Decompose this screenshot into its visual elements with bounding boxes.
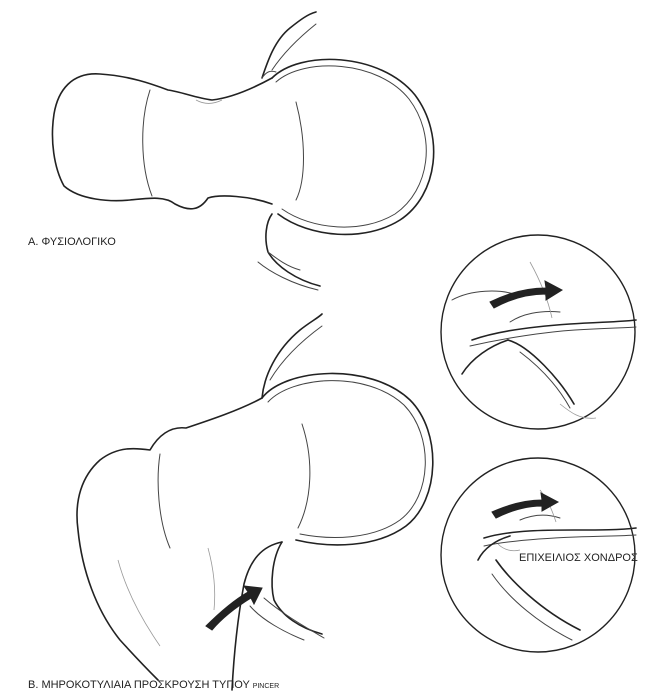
panel-b-acetabulum-rim [262,373,433,544]
panel-a-femur-outline [52,74,272,209]
panel-b-pincer-hip [77,314,433,690]
panel-a-normal-hip [52,12,433,290]
label-pincer-small: PINCER [253,683,279,690]
label-pincer-main: Β. ΜΗΡΟΚΟΤΥΛΙΑΙΑ ΠΡΟΣΚΡΟΥΣΗ ΤΥΠΟΥ [28,679,250,691]
panel-b-femur-outline [77,398,262,680]
inset-upper-detail [441,235,636,429]
label-pincer: Β. ΜΗΡΟΚΟΤΥΛΙΑΙΑ ΠΡΟΣΚΡΟΥΣΗ ΤΥΠΟΥ PINCER [28,679,279,691]
panel-a-acetabulum-rim [272,59,434,234]
label-labral-cartilage: ΕΠΙΧΕΙΛΙΟΣ ΧΟΝΔΡΟΣ [519,552,638,564]
label-normal: Α. ΦΥΣΙΟΛΟΓΙΚΟ [28,236,116,248]
